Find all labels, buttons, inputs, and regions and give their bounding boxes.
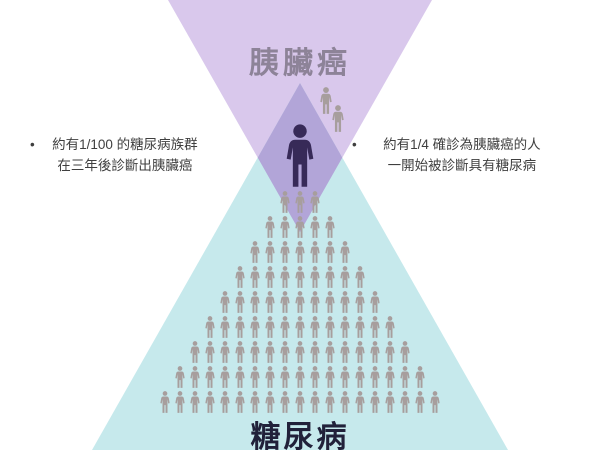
pancreatic-cancer-title: 胰臟癌 [249,47,351,80]
note-cancer-to-diabetes: • 約有1/4 確診為胰臟癌的人 一開始被診斷具有糖尿病 [352,135,560,177]
diabetes-title: 糖尿病 [250,421,350,450]
note-right-line1: 約有1/4 確診為胰臟癌的人 [383,137,541,152]
bullet-icon: • [352,137,357,152]
note-right-text: 約有1/4 確診為胰臟癌的人 一開始被診斷具有糖尿病 [364,135,560,177]
bullet-icon: • [30,137,35,152]
note-left-line1: 約有1/100 的糖尿病族群 [52,137,198,152]
note-right-line2: 一開始被診斷具有糖尿病 [387,157,537,173]
note-left-line2: 在三年後診斷出胰臟癌 [57,157,193,173]
note-left-text: 約有1/100 的糖尿病族群 在三年後診斷出胰臟癌 [42,135,208,177]
note-diabetes-to-cancer: • 約有1/100 的糖尿病族群 在三年後診斷出胰臟癌 [30,135,208,177]
